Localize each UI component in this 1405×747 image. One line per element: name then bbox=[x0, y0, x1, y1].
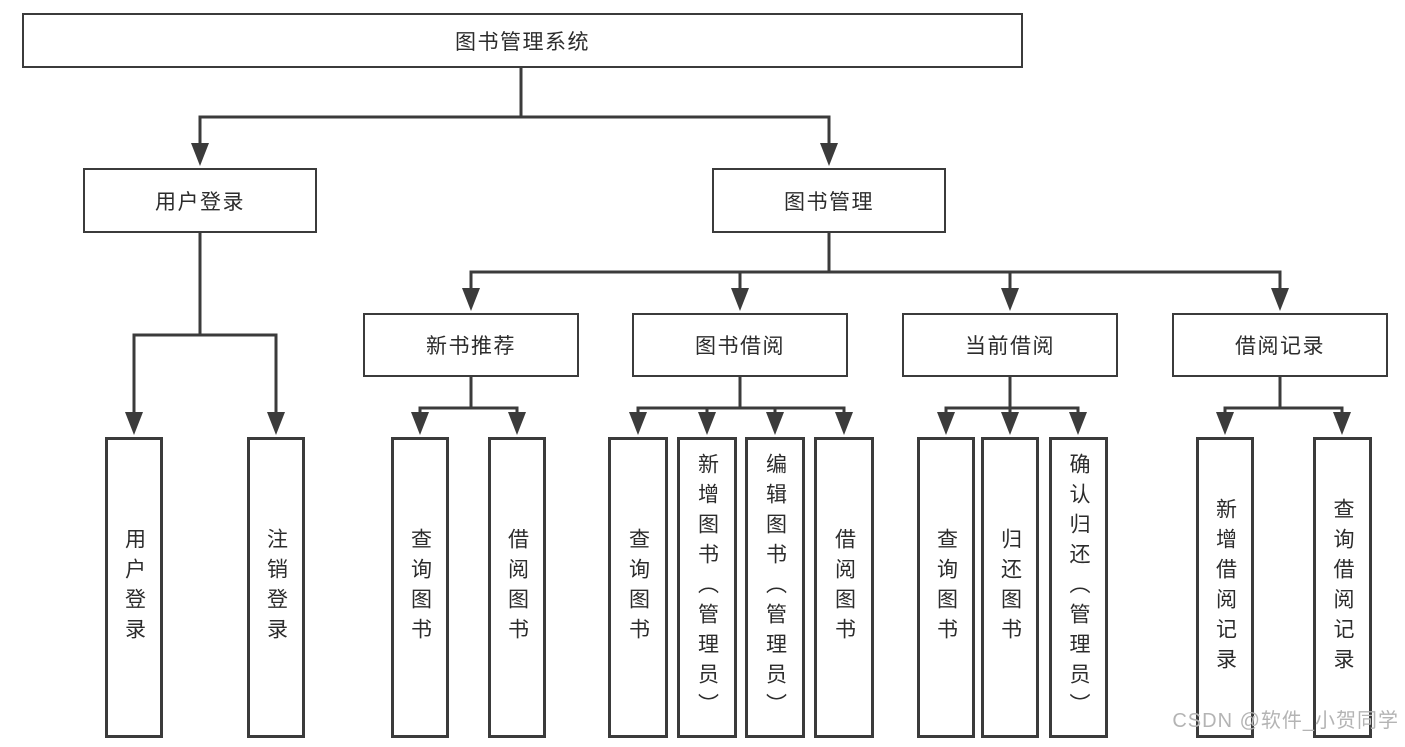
leaf-nb-query-books: 查询图书 bbox=[391, 437, 449, 738]
leaf-label: 确认归还（管理员） bbox=[1067, 452, 1090, 723]
leaf-logout: 注销登录 bbox=[247, 437, 305, 738]
leaf-label: 用户登录 bbox=[122, 527, 146, 648]
node-library-management-system: 图书管理系统 bbox=[22, 13, 1023, 68]
leaf-label: 查询图书 bbox=[934, 527, 958, 648]
leaf-cb-confirm-return-admin: 确认归还（管理员） bbox=[1049, 437, 1108, 738]
leaf-br-query-record: 查询借阅记录 bbox=[1313, 437, 1372, 738]
node-new-book-recommend: 新书推荐 bbox=[363, 313, 579, 377]
leaf-label: 查询借阅记录 bbox=[1331, 497, 1354, 678]
node-current-borrowing: 当前借阅 bbox=[902, 313, 1118, 377]
node-label: 图书借阅 bbox=[695, 335, 785, 358]
node-user-login: 用户登录 bbox=[83, 168, 317, 233]
leaf-cb-query-books: 查询图书 bbox=[917, 437, 975, 738]
leaf-bb-borrow-books: 借阅图书 bbox=[814, 437, 874, 738]
leaf-label: 借阅图书 bbox=[505, 527, 529, 648]
node-book-borrowing: 图书借阅 bbox=[632, 313, 848, 377]
leaf-br-add-record: 新增借阅记录 bbox=[1196, 437, 1254, 738]
leaf-bb-edit-books-admin: 编辑图书（管理员） bbox=[745, 437, 805, 738]
node-label: 当前借阅 bbox=[965, 335, 1055, 358]
leaf-bb-add-books-admin: 新增图书（管理员） bbox=[677, 437, 737, 738]
leaf-label: 新增借阅记录 bbox=[1213, 497, 1237, 678]
leaf-cb-return-books: 归还图书 bbox=[981, 437, 1039, 738]
node-label: 新书推荐 bbox=[426, 335, 516, 358]
watermark: CSDN @软件_小贺同学 bbox=[1172, 710, 1399, 732]
node-borrowing-records: 借阅记录 bbox=[1172, 313, 1388, 377]
node-book-management: 图书管理 bbox=[712, 168, 946, 233]
leaf-label: 归还图书 bbox=[998, 527, 1022, 648]
leaf-label: 查询图书 bbox=[626, 527, 650, 648]
leaf-label: 编辑图书（管理员） bbox=[763, 452, 787, 723]
node-label: 图书管理系统 bbox=[455, 30, 590, 54]
node-label: 用户登录 bbox=[155, 190, 245, 214]
node-label: 图书管理 bbox=[784, 190, 874, 214]
leaf-label: 借阅图书 bbox=[832, 527, 856, 648]
leaf-nb-borrow-books: 借阅图书 bbox=[488, 437, 546, 738]
leaf-label: 注销登录 bbox=[264, 527, 288, 648]
leaf-user-login: 用户登录 bbox=[105, 437, 163, 738]
leaf-bb-query-books: 查询图书 bbox=[608, 437, 668, 738]
node-label: 借阅记录 bbox=[1235, 335, 1325, 358]
leaf-label: 查询图书 bbox=[408, 527, 432, 648]
leaf-label: 新增图书（管理员） bbox=[695, 452, 719, 723]
